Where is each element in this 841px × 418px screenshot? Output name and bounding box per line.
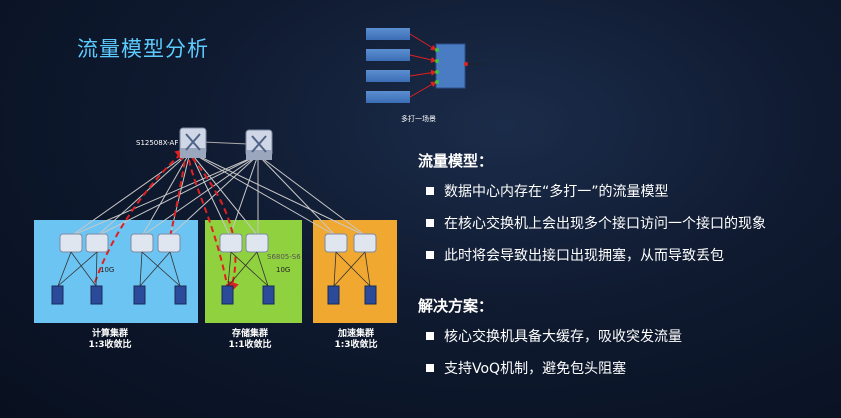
cluster-ratio: 1:3收敛比 [88, 340, 132, 350]
link-speed-compute: 10G [100, 266, 115, 274]
bullet-item: 在核心交换机上会出现多个接口访问一个接口的现象 [426, 213, 833, 233]
cluster-name: 计算集群 [91, 329, 128, 339]
storage-cluster-label: 存储集群 1:1收敛比 [210, 329, 290, 351]
section-heading: 流量模型： [418, 152, 494, 170]
core-switch-2 [245, 129, 273, 160]
bullet-text: 支持VoQ机制，避免包头阻塞 [444, 361, 627, 377]
bullet-item: 数据中心内存在“多打一”的流量模型 [426, 181, 833, 201]
sender-bar-2 [366, 49, 410, 61]
section-heading: 解决方案： [418, 297, 494, 315]
bullet-text: 此时将会导致出接口出现拥塞，从而导致丢包 [444, 248, 724, 264]
sender-bar-1 [366, 28, 410, 40]
cluster-ratio: 1:3收敛比 [334, 340, 378, 350]
solution-section: 解决方案： 核心交换机具备大缓存，吸收突发流量 支持VoQ机制，避免包头阻塞 [418, 295, 833, 378]
cluster-name: 存储集群 [231, 329, 268, 339]
compute-cluster-label: 计算集群 1:3收敛比 [70, 329, 150, 351]
bullet-item: 支持VoQ机制，避免包头阻塞 [426, 358, 833, 378]
bullet-text: 核心交换机具备大缓存，吸收突发流量 [444, 329, 682, 345]
core-switch-label: S12508X-AF [136, 139, 179, 147]
bullet-text: 在核心交换机上会出现多个接口访问一个接口的现象 [444, 216, 766, 232]
bullet-square-icon [426, 332, 434, 340]
server-links [57, 251, 371, 287]
sender-bar-3 [366, 70, 410, 82]
sender-bar-4 [366, 91, 410, 103]
traffic-model-section: 流量模型： 数据中心内存在“多打一”的流量模型 在核心交换机上会出现多个接口访问… [418, 150, 833, 265]
inset-caption: 多打一场景 [401, 115, 436, 123]
receiver-box [435, 43, 466, 89]
link-speed-storage: 10G [276, 266, 291, 274]
bullet-square-icon [426, 251, 434, 259]
bullet-item: 核心交换机具备大缓存，吸收突发流量 [426, 326, 833, 346]
bullet-square-icon [426, 187, 434, 195]
cluster-name: 加速集群 [337, 329, 374, 339]
bullet-square-icon [426, 364, 434, 372]
bullet-item: 此时将会导致出接口出现拥塞，从而导致丢包 [426, 245, 833, 265]
core-switch-1 [179, 127, 207, 158]
text-panel: 流量模型： 数据中心内存在“多打一”的流量模型 在核心交换机上会出现多个接口访问… [418, 150, 833, 390]
slide-title: 流量模型分析 [77, 37, 209, 61]
fabric-label: S6805-S6 [267, 253, 301, 261]
acceleration-cluster-label: 加速集群 1:3收敛比 [316, 329, 396, 351]
bullet-square-icon [426, 219, 434, 227]
many-to-one-inset [366, 28, 484, 103]
bullet-text: 数据中心内存在“多打一”的流量模型 [444, 184, 669, 200]
cluster-ratio: 1:1收敛比 [228, 340, 272, 350]
servers [51, 285, 377, 305]
leaf-switches [59, 233, 377, 253]
